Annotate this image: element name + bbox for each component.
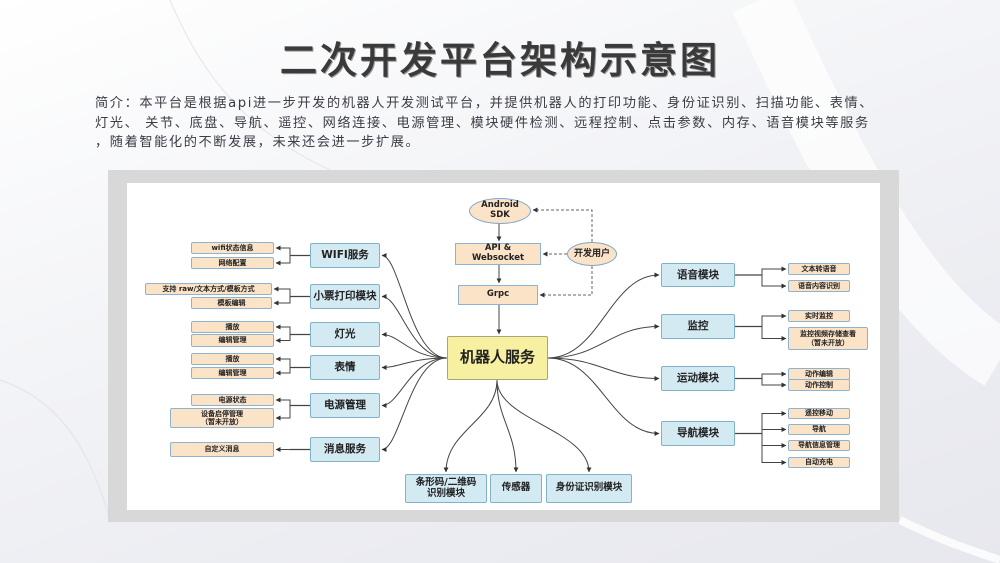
right-leaf-link <box>761 433 787 465</box>
left-leaf-link <box>275 356 291 368</box>
left-leaf-link <box>275 367 291 376</box>
robot-service-core-node: 机器人服务 <box>447 336 548 380</box>
left-module-3: 表情 <box>310 355 380 380</box>
right-leaf-link <box>761 378 787 388</box>
core-to-left-module-link <box>381 253 448 359</box>
core-to-left-module-link <box>381 294 448 359</box>
right-leaf-link <box>761 433 787 448</box>
left-leaf-link <box>273 296 291 306</box>
right-leaf-3-1: 导航 <box>788 424 850 435</box>
intro-line: 灯光、 关节、底盘、导航、遥控、网络连接、电源管理、模块硬件检测、远程控制、点击… <box>95 115 870 131</box>
left-module-0: WIFI服务 <box>310 243 380 268</box>
right-leaf-link <box>761 411 787 434</box>
page-title: 二次开发平台架构示意图 <box>280 39 720 82</box>
right-leaf-1-1: 监控视频存储查看 （暂未开放） <box>788 327 868 350</box>
left-leaf-2-1: 编辑管理 <box>191 334 274 347</box>
left-leaf-link <box>275 397 291 406</box>
left-leaf-5-0: 自定义消息 <box>170 442 274 457</box>
right-module-3: 导航模块 <box>661 421 735 446</box>
android-sdk-line1: Android <box>481 200 519 211</box>
left-leaf-0-0: wifi状态信息 <box>191 242 274 254</box>
left-leaf-1-1: 模板编辑 <box>191 297 272 309</box>
left-leaf-3-1: 编辑管理 <box>191 367 274 379</box>
devuser-to-grpc-link <box>539 266 593 298</box>
left-leaf-link <box>275 334 291 343</box>
left-module-5: 消息服务 <box>310 437 380 462</box>
left-module-1: 小票打印模块 <box>310 284 380 309</box>
core-to-bottom-module-link <box>443 379 498 473</box>
right-module-0: 语音模块 <box>661 263 735 287</box>
core-to-left-module-link <box>381 357 448 370</box>
bottom-module-1: 传感器 <box>490 474 542 503</box>
grpc-node: Grpc <box>458 285 538 305</box>
left-module-4: 电源管理 <box>310 393 380 418</box>
right-leaf-0-0: 文本转语音 <box>788 263 850 275</box>
right-leaf-0-1: 语音内容识别 <box>788 280 850 292</box>
right-leaf-link <box>761 313 787 327</box>
right-leaf-2-1: 动作控制 <box>788 379 850 391</box>
left-leaf-4-1: 设备启停管理 （暂未开放） <box>170 408 274 428</box>
api-websocket-node: API & Websocket <box>455 243 541 265</box>
right-leaf-link <box>761 427 787 434</box>
right-leaf-1-0: 实时监控 <box>788 310 850 322</box>
core-to-bottom-module-link <box>496 379 519 473</box>
left-module-2: 灯光 <box>310 322 380 347</box>
left-leaf-link <box>275 255 291 266</box>
left-leaf-link <box>273 286 291 297</box>
right-module-2: 运动模块 <box>661 366 735 391</box>
left-leaf-3-0: 播放 <box>191 353 274 365</box>
left-leaf-2-0: 播放 <box>191 321 274 333</box>
intro-line: 简介：本平台是根据api进一步开发的机器人开发测试平台，并提供机器人的打印功能、… <box>95 96 875 111</box>
api-line1: API & <box>484 243 512 254</box>
left-leaf-link <box>275 324 291 335</box>
core-to-right-module-link <box>547 324 660 359</box>
dev-user-node: 开发用户 <box>567 242 617 266</box>
android-sdk-node: Android SDK <box>469 198 531 224</box>
bottom-module-0: 条形码/二维码 识别模块 <box>405 474 487 503</box>
core-to-right-module-link <box>547 272 660 359</box>
core-to-left-module-link <box>381 332 448 359</box>
right-leaf-3-0: 遥控移动 <box>788 408 850 419</box>
core-to-right-module-link <box>547 357 660 436</box>
core-to-bottom-module-link <box>496 379 592 473</box>
right-leaf-link <box>761 275 787 289</box>
left-leaf-link <box>275 245 291 256</box>
left-leaf-link <box>275 405 291 421</box>
core-to-left-module-link <box>381 357 448 452</box>
right-leaf-link <box>761 266 787 275</box>
bottom-module-2: 身份证识别模块 <box>546 474 632 503</box>
right-leaf-link <box>761 326 787 341</box>
right-leaf-3-2: 导航信息管理 <box>788 440 850 451</box>
intro-line: ，随着智能化的不断发展，未来还会进一步扩展。 <box>95 135 421 150</box>
api-line2: Websocket <box>471 253 525 263</box>
left-leaf-1-0: 支持 raw/文本方式/模板方式 <box>145 283 272 295</box>
right-leaf-link <box>761 371 787 379</box>
left-leaf-4-0: 电源状态 <box>191 394 274 406</box>
right-module-1: 监控 <box>661 314 735 339</box>
core-to-right-module-link <box>547 357 660 381</box>
right-leaf-3-3: 自动充电 <box>788 457 850 468</box>
intro-text: 简介：本平台是根据api进一步开发的机器人开发测试平台，并提供机器人的打印功能、… <box>95 94 940 153</box>
left-leaf-0-1: 网络配置 <box>191 257 274 269</box>
core-to-left-module-link <box>381 357 448 408</box>
android-sdk-line2: SDK <box>490 210 510 220</box>
devuser-to-sdk-link <box>532 207 593 242</box>
